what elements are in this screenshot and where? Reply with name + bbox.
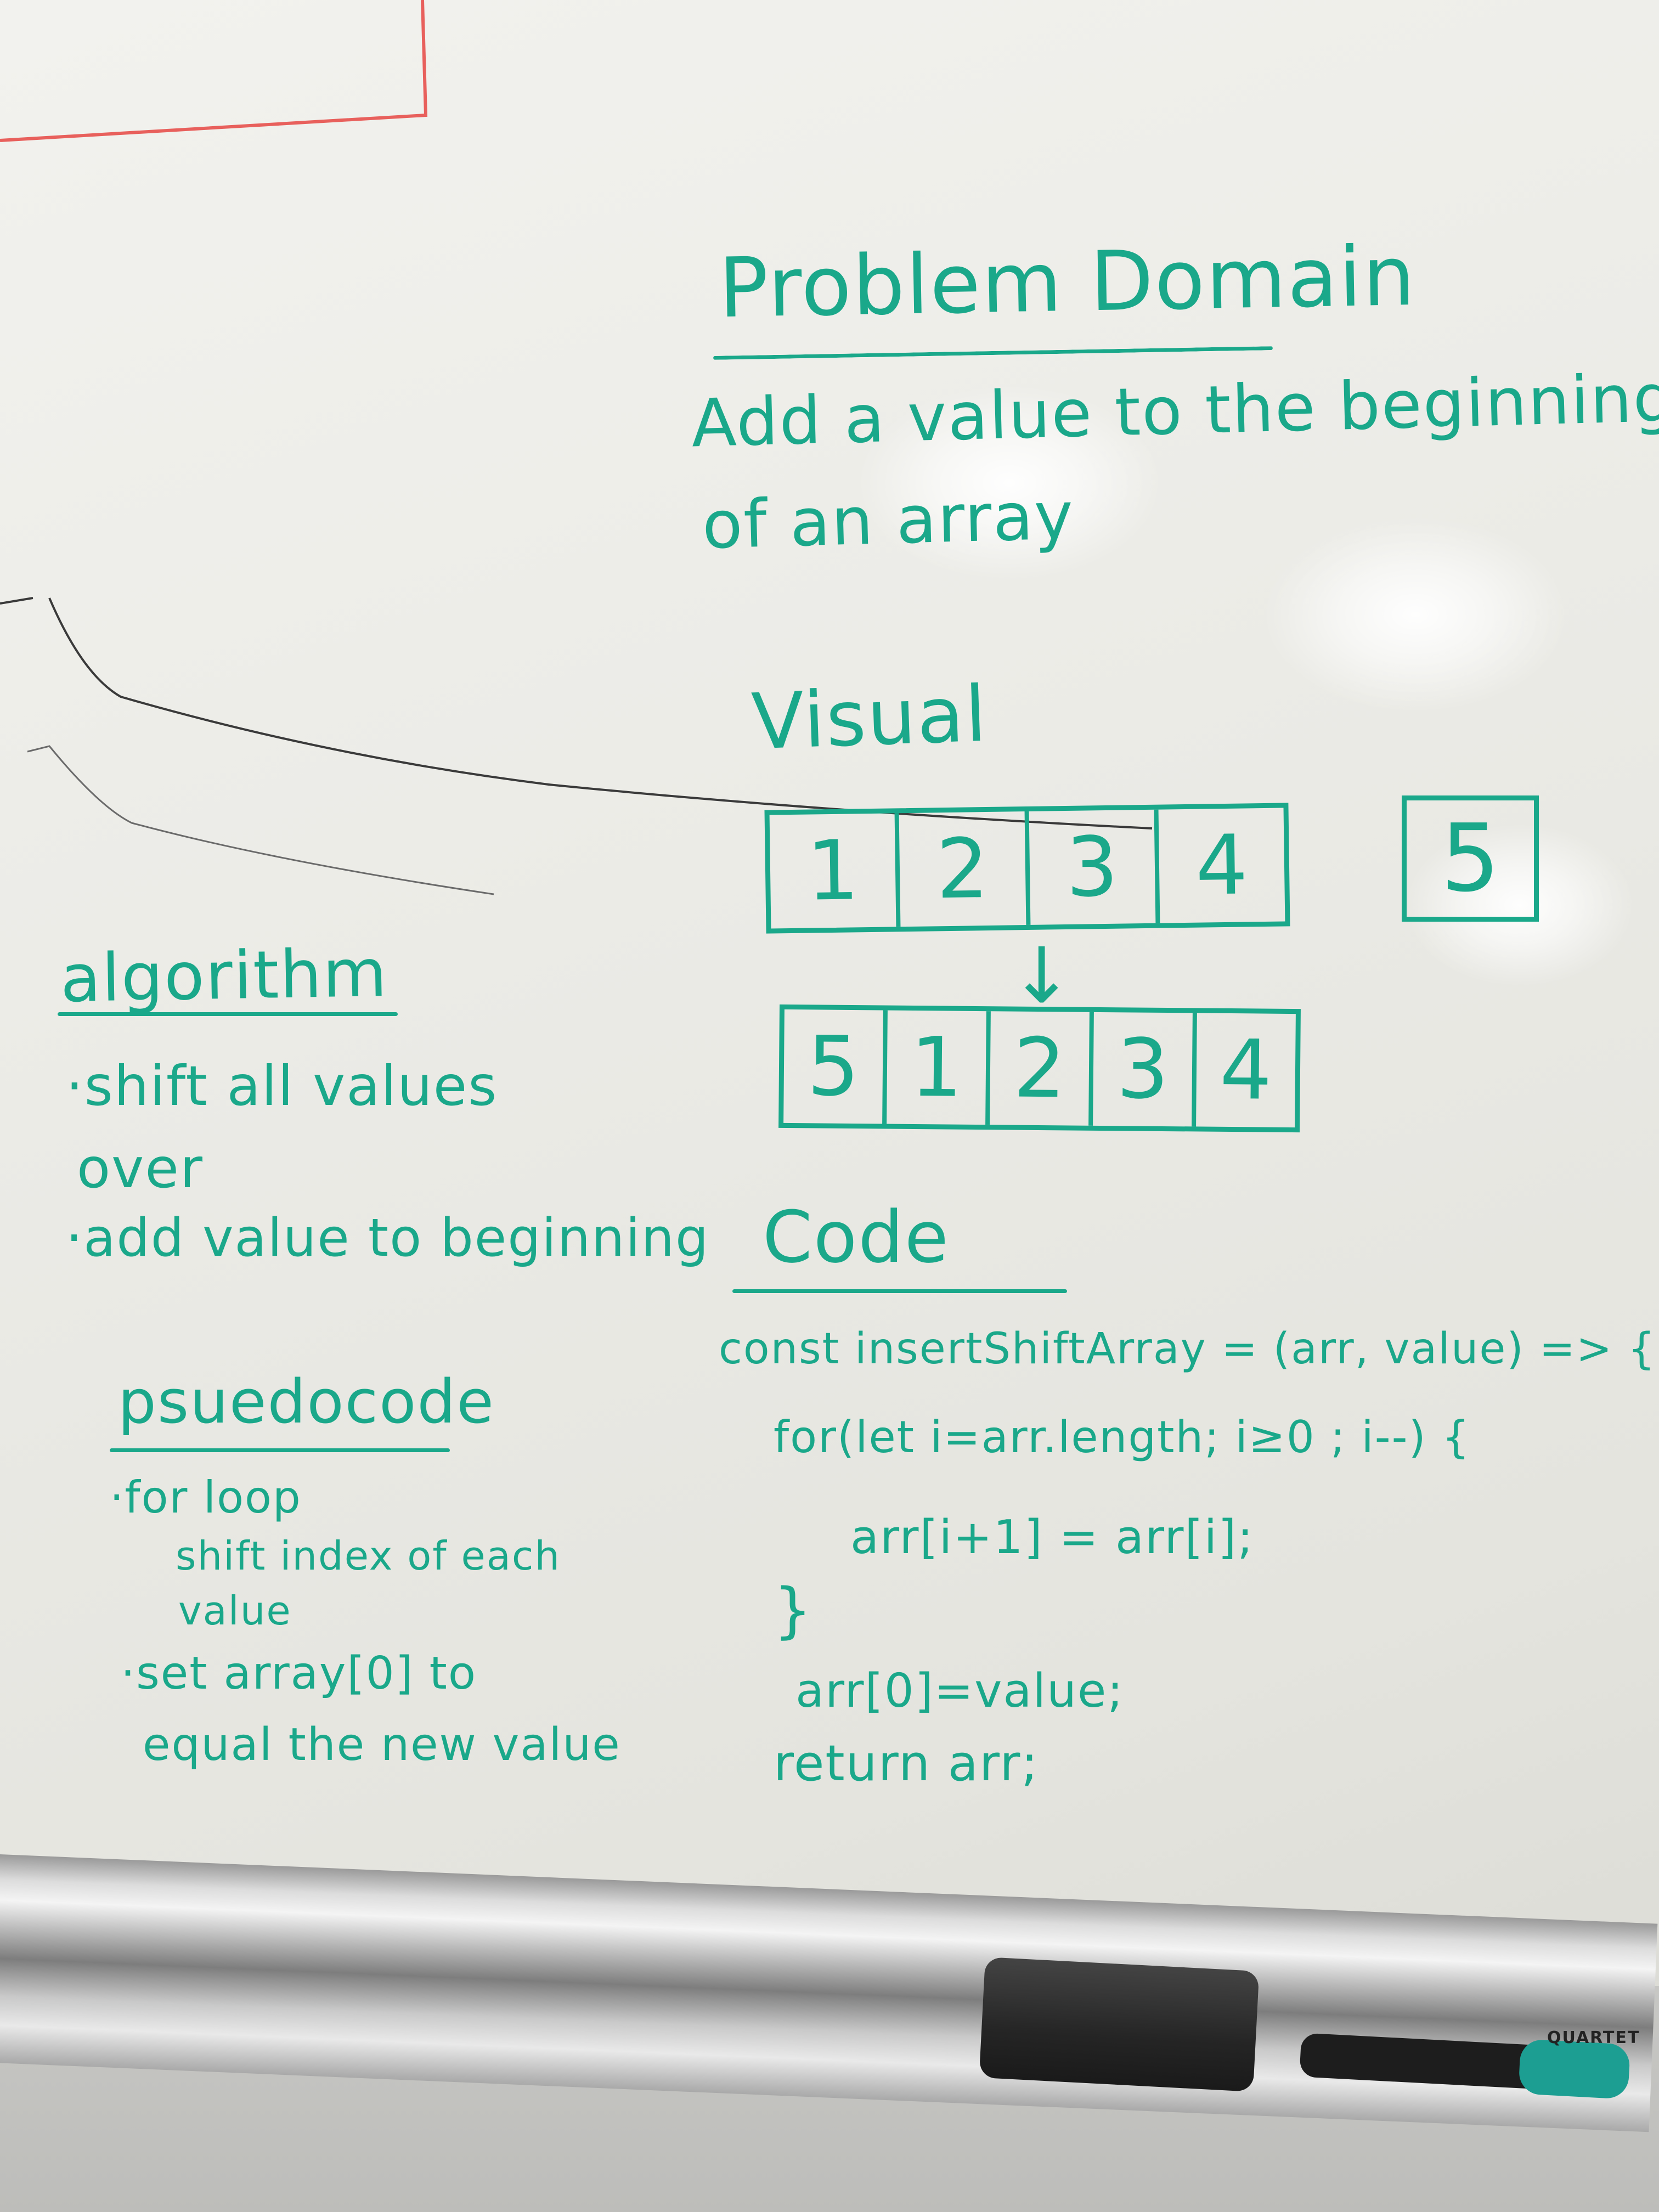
algorithm-line: ·shift all values xyxy=(66,1054,498,1118)
stray-lines xyxy=(0,597,1153,895)
problem-domain-underline xyxy=(713,346,1273,360)
algorithm-underline xyxy=(58,1012,398,1016)
array-before-cell: 1 xyxy=(806,822,860,919)
visual-title: Visual xyxy=(750,669,989,768)
code-line: } xyxy=(774,1575,813,1645)
marker-cap xyxy=(1518,2039,1631,2100)
pseudocode-line: ·set array[0] to xyxy=(121,1647,477,1700)
algorithm-title: algorithm xyxy=(59,935,389,1018)
code-title: Code xyxy=(763,1195,950,1279)
light-glare xyxy=(1404,823,1635,988)
array-after-cell: 5 xyxy=(806,1018,860,1115)
problem-domain-line2: of an array xyxy=(701,478,1075,564)
array-after-cell: 3 xyxy=(1088,1012,1193,1127)
down-arrow: ↓ xyxy=(1009,932,1075,1021)
algorithm-line: over xyxy=(77,1136,204,1200)
light-glare xyxy=(856,384,1163,582)
problem-domain-title: Problem Domain xyxy=(718,228,1417,337)
code-line: return arr; xyxy=(774,1735,1039,1792)
code-line: arr[0]=value; xyxy=(795,1664,1124,1718)
problem-domain-line1: Add a value to the beginning xyxy=(690,360,1659,462)
array-after-cell: 4 xyxy=(1192,1013,1296,1128)
array-after-cell: 1 xyxy=(882,1010,986,1125)
algorithm-line: ·add value to beginning xyxy=(66,1208,710,1268)
array-before-cell: 2 xyxy=(894,811,1026,927)
pseudocode-line: value xyxy=(178,1588,292,1634)
pseudocode-line: shift index of each xyxy=(176,1533,561,1579)
new-value-box: 5 xyxy=(1402,795,1539,922)
code-underline xyxy=(732,1289,1067,1293)
light-glare xyxy=(1262,516,1569,713)
array-before-cell: 4 xyxy=(1154,808,1285,923)
code-line: for(let i=arr.length; i≥0 ; i--) { xyxy=(774,1412,1471,1463)
code-line: arr[i+1] = arr[i]; xyxy=(850,1510,1255,1565)
array-before-cell: 3 xyxy=(1024,809,1156,926)
pseudocode-title: psuedocode xyxy=(118,1367,495,1437)
array-after-cell: 2 xyxy=(985,1011,1090,1126)
pseudocode-line: equal the new value xyxy=(143,1719,621,1771)
pseudocode-underline xyxy=(110,1448,450,1452)
red-box-lines xyxy=(0,0,428,142)
code-line: const insertShiftArray = (arr, value) =>… xyxy=(719,1324,1656,1374)
quartet-logo: QUARTET xyxy=(1547,2028,1640,2047)
pseudocode-line: ·for loop xyxy=(110,1472,302,1523)
eraser xyxy=(979,1957,1260,2092)
array-before: 1 2 3 4 xyxy=(764,803,1290,934)
array-after: 5 1 2 3 4 xyxy=(778,1004,1301,1133)
